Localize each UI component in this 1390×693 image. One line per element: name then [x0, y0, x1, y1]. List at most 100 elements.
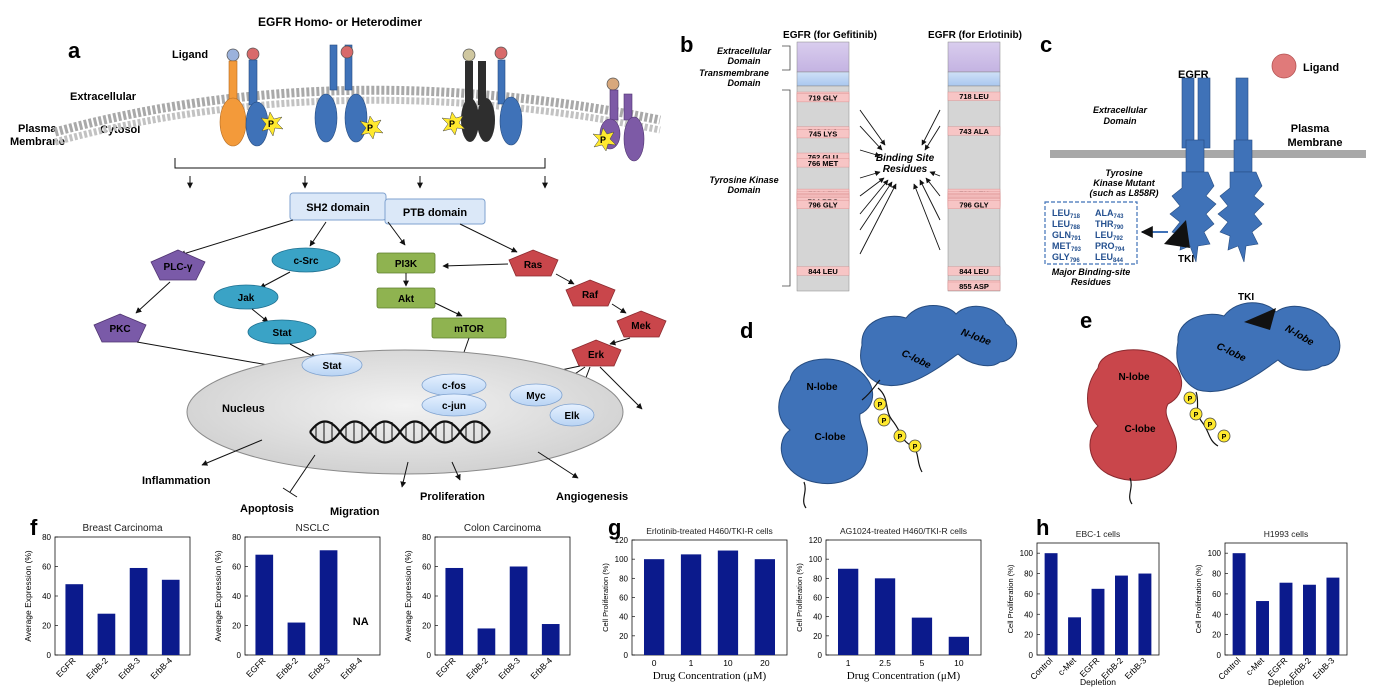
phosphate-icon — [908, 439, 922, 453]
bar — [1115, 575, 1128, 655]
x-tick-label: EGFR — [1266, 655, 1290, 679]
receptor-dimer-1: P — [219, 47, 284, 147]
kinase-upper-e — [1176, 302, 1341, 392]
x-tick-label: ErbB-3 — [1311, 655, 1337, 681]
y-tick-label: 0 — [427, 651, 432, 660]
plasma-membrane-c — [1050, 150, 1366, 158]
myc-node — [509, 383, 563, 407]
bar — [319, 550, 338, 655]
panel-b-col2-title: EGFR (for Erlotinib) — [928, 30, 1022, 41]
x-tick-label: ErbB-3 — [116, 655, 142, 681]
svg-text:c-jun: c-jun — [442, 401, 466, 412]
bar — [1044, 553, 1058, 655]
bar — [1279, 582, 1293, 655]
y-axis-label: Average Expression (%) — [23, 550, 33, 642]
svg-text:P: P — [449, 119, 455, 129]
y-axis-label: Cell Proliferation (%) — [601, 563, 610, 632]
kinase-lower-d — [778, 358, 874, 485]
chart-3: Erlotinib-treated H460/TKI-R cells020406… — [601, 526, 788, 682]
svg-text:Myc: Myc — [526, 391, 546, 402]
bar — [129, 567, 148, 655]
label-membrane: Membrane — [10, 136, 65, 148]
x-axis-label: Drug Concentration (μM) — [653, 670, 767, 682]
x-tick-label: 1 — [846, 658, 851, 668]
svg-text:Extracellular: Extracellular — [717, 46, 772, 56]
phosphate-label: P — [878, 402, 883, 409]
phosphate-label: P — [913, 444, 918, 451]
binding-residue: GLN791 — [1052, 230, 1082, 242]
x-tick-label: ErbB-2 — [274, 655, 300, 681]
y-tick-label: 100 — [1208, 549, 1222, 558]
phosphate-label: P — [1194, 412, 1199, 419]
svg-text:Erk: Erk — [588, 350, 605, 361]
akt-node — [376, 287, 436, 309]
svg-text:P: P — [367, 123, 373, 133]
y-tick-label: 40 — [42, 592, 51, 601]
y-tick-label: 0 — [1217, 651, 1222, 660]
x-tick-label: EGFR — [244, 655, 268, 679]
svg-text:Domain: Domain — [1103, 116, 1137, 126]
x-axis-label: Drug Concentration (μM) — [847, 670, 961, 682]
residue-box — [796, 199, 850, 209]
y-tick-label: 80 — [813, 574, 822, 583]
label-inflammation: Inflammation — [142, 475, 211, 487]
x-tick-label: 0 — [652, 658, 657, 668]
chart-title: Colon Carcinoma — [464, 523, 542, 534]
phosphate-icon — [1217, 429, 1231, 443]
plasma-membrane — [53, 85, 661, 137]
x-tick-label: ErbB-3 — [496, 655, 522, 681]
phosphate-label: P — [882, 418, 887, 425]
svg-text:(such as L858R): (such as L858R) — [1089, 188, 1158, 198]
c-jun-node — [421, 393, 487, 417]
svg-text:P: P — [600, 135, 606, 145]
residue-label: 844 LEU — [808, 267, 838, 276]
binding-residue: LEU788 — [1052, 219, 1081, 231]
bar — [509, 566, 528, 655]
residue-label: 745 LYS — [809, 130, 838, 139]
bar — [911, 617, 933, 655]
y-tick-label: 60 — [1212, 590, 1221, 599]
tki-wedge-icon — [1164, 220, 1190, 248]
y-axis-label: Average Expression (%) — [213, 550, 223, 642]
label-apoptosis: Apoptosis — [240, 503, 294, 515]
residue-box — [796, 158, 850, 168]
y-axis-label: Cell Proliferation (%) — [795, 563, 804, 632]
svg-text:Stat: Stat — [273, 328, 293, 339]
bar — [1303, 584, 1316, 655]
sh2-domain-label: SH2 domain — [306, 202, 370, 214]
dna-helix-icon — [309, 420, 491, 444]
phosphate-icon — [1203, 417, 1217, 431]
panel-b: b EGFR (for Gefitinib) EGFR (for Erlotin… — [680, 30, 1022, 292]
kinase-lower-e — [1087, 349, 1183, 481]
residue-box — [947, 199, 1001, 209]
y-tick-label: 40 — [232, 592, 241, 601]
receptor-dimer-2: P — [314, 44, 384, 143]
bar — [1138, 573, 1152, 655]
svg-text:Major Binding-site: Major Binding-site — [1052, 267, 1131, 277]
y-tick-label: 80 — [1024, 570, 1033, 579]
phosphate-label: P — [1208, 422, 1213, 429]
elk-node — [549, 403, 595, 427]
svg-text:Plasma: Plasma — [1291, 123, 1330, 135]
bar — [1232, 553, 1246, 655]
bar — [680, 554, 702, 655]
y-tick-label: 80 — [422, 533, 431, 542]
erlotinib-tm-domain — [947, 71, 1001, 87]
plc-gamma-node — [150, 249, 206, 281]
x-tick-label: c-Met — [1244, 655, 1267, 678]
panel-f-letter: f — [30, 515, 38, 540]
y-tick-label: 40 — [422, 592, 431, 601]
x-axis-label: Depletion — [1268, 677, 1304, 687]
label-extracellular: Extracellular — [70, 91, 137, 103]
x-tick-label: 20 — [760, 658, 770, 668]
chart-title: NSCLC — [296, 523, 330, 534]
phosphate-label: P — [1188, 396, 1193, 403]
panel-c: c EGFR Ligand Extracellular Domain Plasm… — [1040, 32, 1366, 287]
y-tick-label: 20 — [422, 622, 431, 631]
svg-text:Domain: Domain — [727, 78, 761, 88]
